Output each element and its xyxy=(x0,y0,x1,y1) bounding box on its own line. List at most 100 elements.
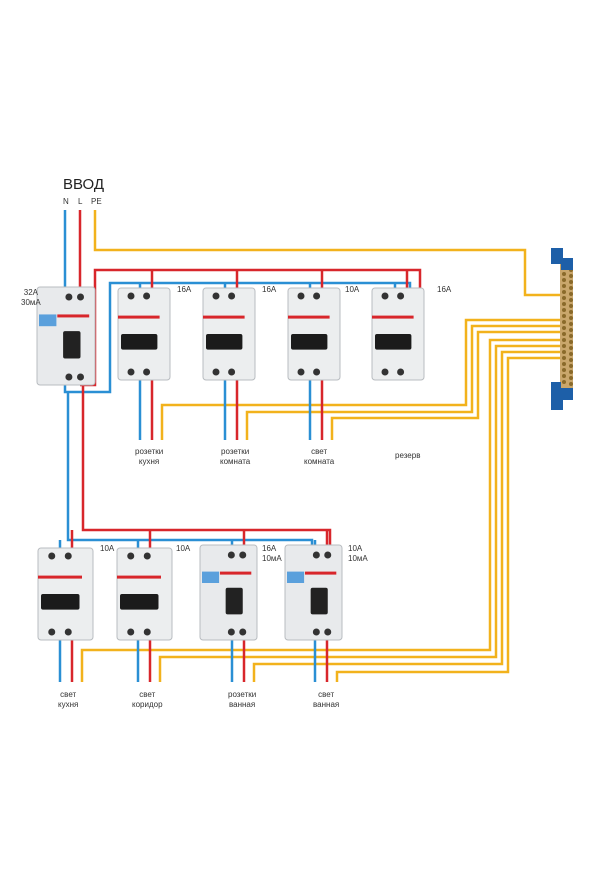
earth-wire-top-1 xyxy=(160,318,560,440)
toggle-levers xyxy=(375,334,412,350)
terminal-screw xyxy=(312,551,320,559)
bottom-breaker-2-rating: 10A xyxy=(176,544,191,553)
bus-screw xyxy=(569,316,573,320)
toggle-levers xyxy=(121,334,158,350)
brand-stripe xyxy=(288,315,330,319)
top-breaker-1-rating: 16A xyxy=(177,285,192,294)
terminal-screw xyxy=(228,368,236,376)
bus-screw xyxy=(562,356,566,360)
test-label xyxy=(202,571,220,583)
bus-screw xyxy=(562,278,566,282)
bus-screw xyxy=(569,274,573,278)
terminal-screw xyxy=(143,292,151,300)
terminal-screw xyxy=(127,628,135,636)
bus-screw xyxy=(562,338,566,342)
terminal-screw xyxy=(312,628,320,636)
toggle-levers xyxy=(120,594,159,610)
bus-screw xyxy=(562,374,566,378)
bus-screw xyxy=(569,298,573,302)
top-breaker-3-rating: 10A xyxy=(345,285,360,294)
terminal-screw xyxy=(48,628,56,636)
terminal-screw xyxy=(77,293,84,301)
earth-wire-bottom-4 xyxy=(335,356,560,682)
input-pe-label: PE xyxy=(91,197,102,206)
bus-screw xyxy=(569,346,573,350)
bus-screw xyxy=(562,326,566,330)
bus-screw xyxy=(569,340,573,344)
terminal-screw xyxy=(397,292,405,300)
brand-stripe xyxy=(118,315,160,319)
bus-screw xyxy=(569,382,573,386)
top-circuit-4-label: резерв xyxy=(395,451,421,460)
terminal-screw xyxy=(143,628,151,636)
bus-screw xyxy=(562,332,566,336)
bus-screw xyxy=(569,376,573,380)
bus-screw xyxy=(562,320,566,324)
earth-bus-bar xyxy=(551,248,573,410)
bus-screw xyxy=(569,364,573,368)
terminal-screw xyxy=(127,292,135,300)
terminal-screw xyxy=(127,368,135,376)
top-breaker-4-rating: 16A xyxy=(437,285,452,294)
terminal-screw xyxy=(324,628,332,636)
terminal-screw xyxy=(64,552,72,560)
terminal-screw xyxy=(64,628,72,636)
terminal-screw xyxy=(143,552,151,560)
bus-screw xyxy=(562,362,566,366)
terminal-screw xyxy=(212,368,220,376)
terminal-screw xyxy=(65,373,73,381)
brand-stripe xyxy=(57,314,90,318)
bus-end-bottom xyxy=(551,382,573,410)
title: ВВОД xyxy=(63,176,105,193)
bus-screw xyxy=(562,380,566,384)
top-breaker-4 xyxy=(371,287,425,381)
live-bus-bottom xyxy=(81,385,332,548)
toggle-levers xyxy=(41,594,80,610)
bus-screw xyxy=(562,302,566,306)
terminal-screw xyxy=(228,292,236,300)
pe-input-wire xyxy=(93,210,560,297)
bus-screw xyxy=(562,368,566,372)
earth-wire-bottom-3 xyxy=(252,350,560,682)
brand-stripe xyxy=(372,315,414,319)
top-breaker-1 xyxy=(117,287,171,381)
terminal-screw xyxy=(77,373,84,381)
terminal-screw xyxy=(297,292,305,300)
bus-end-top xyxy=(551,248,573,270)
bus-screw xyxy=(569,310,573,314)
top-breaker-2-rating: 16A xyxy=(262,285,277,294)
brand-stripe xyxy=(304,571,337,575)
bus-screw xyxy=(562,284,566,288)
brand-stripe xyxy=(38,575,82,579)
test-label xyxy=(287,571,305,583)
bus-screw xyxy=(569,322,573,326)
bus-screw xyxy=(562,272,566,276)
bus-screw xyxy=(562,314,566,318)
brand-stripe xyxy=(117,575,161,579)
brand-stripe xyxy=(203,315,245,319)
toggle-lever xyxy=(63,331,81,359)
terminal-screw xyxy=(212,292,220,300)
terminal-screw xyxy=(65,293,73,301)
terminal-screw xyxy=(143,368,151,376)
bus-screw xyxy=(562,290,566,294)
terminal-screw xyxy=(397,368,405,376)
toggle-levers xyxy=(206,334,243,350)
toggle-levers xyxy=(291,334,328,350)
terminal-screw xyxy=(239,628,247,636)
bus-screw xyxy=(569,352,573,356)
brand-stripe xyxy=(219,571,252,575)
terminal-screw xyxy=(381,292,389,300)
bus-screw xyxy=(562,296,566,300)
earth-wire-bottom-1 xyxy=(80,338,560,682)
